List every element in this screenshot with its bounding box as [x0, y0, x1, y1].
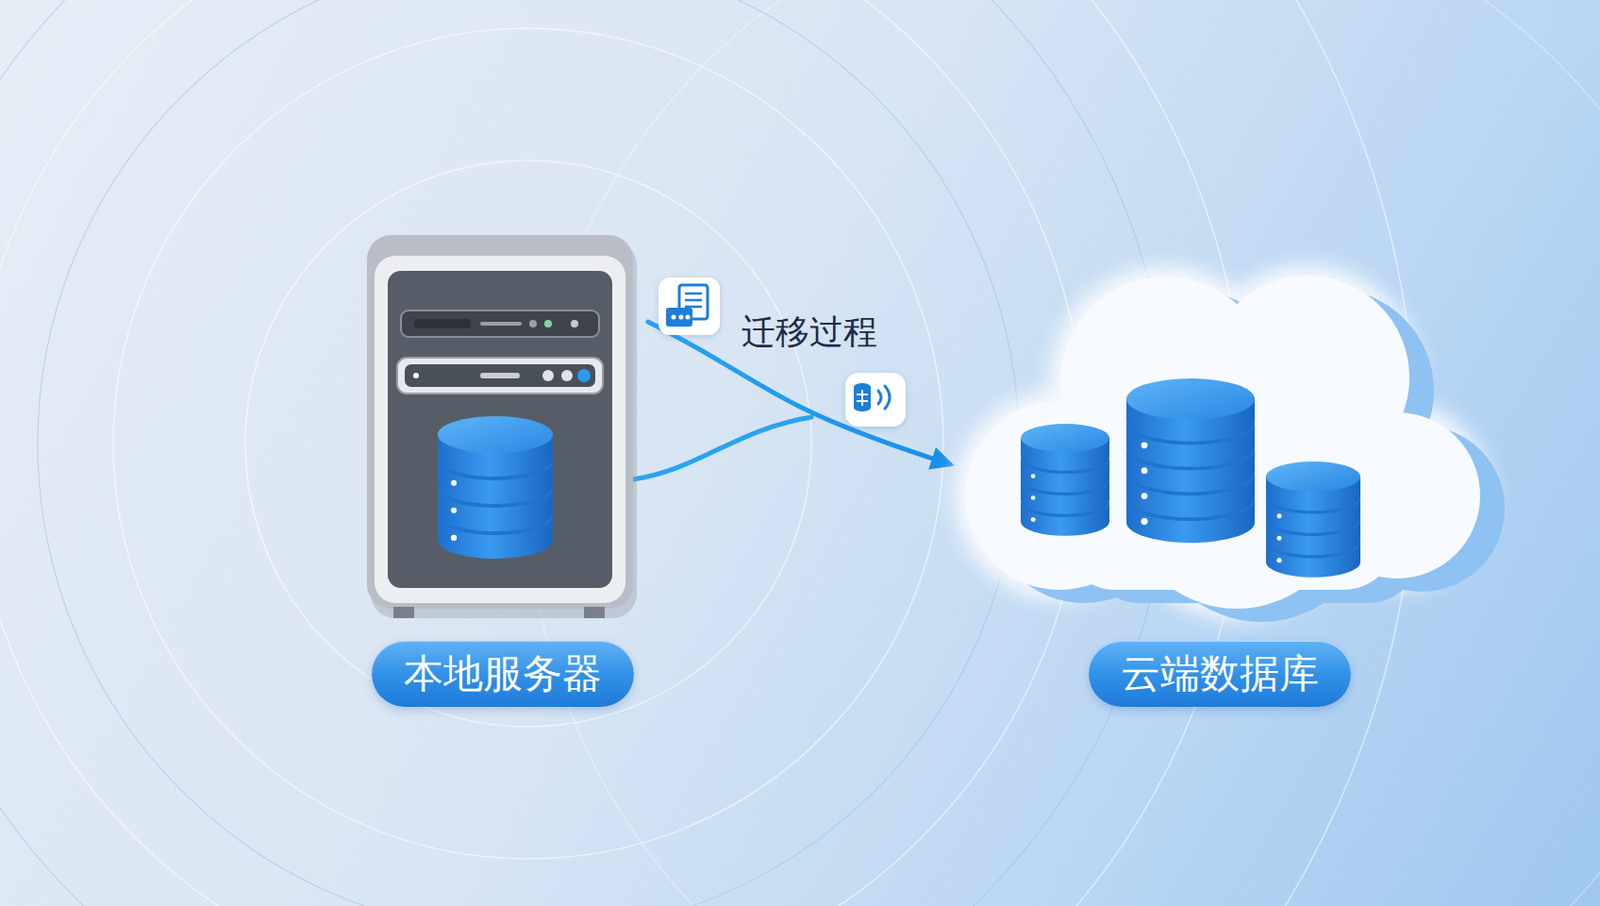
status-dot: [1277, 557, 1283, 563]
ripple-ring: [0, 0, 1416, 906]
database-layer-top: [1126, 378, 1255, 420]
ripple-ring: [0, 0, 1246, 906]
edge-label: 迁移过程: [741, 313, 878, 351]
status-dot: [1141, 517, 1149, 525]
icon-tile: [845, 372, 906, 427]
status-dot: [1031, 516, 1036, 522]
database-layer-top: [1266, 461, 1361, 492]
indicator-light: [529, 319, 537, 328]
ripple-ring: [37, 0, 1019, 906]
server-panel: [387, 270, 613, 588]
control-bay: [397, 357, 603, 394]
status-dot: [1141, 466, 1149, 474]
document-lines: [684, 293, 702, 307]
merging-flow-line: [633, 416, 812, 480]
server-frame: [374, 255, 626, 603]
server-case: [366, 234, 634, 609]
cloud-body: [965, 275, 1481, 609]
status-dot: [450, 534, 457, 541]
indicator-light: [544, 319, 552, 328]
status-dot: [450, 534, 457, 541]
database-stack: [437, 416, 553, 559]
status-dot: [1277, 535, 1283, 541]
ripple-ring: [0, 0, 1085, 906]
status-dot: [450, 507, 457, 514]
server-shadow: [370, 240, 637, 618]
indicator-light: [542, 369, 554, 382]
indicator-light: [570, 319, 579, 328]
ripple-ring: [113, 28, 944, 859]
document-badge: [666, 307, 693, 327]
server-foot: [393, 606, 415, 618]
database-stack: [1126, 378, 1255, 543]
control-bar: [480, 372, 520, 379]
cloud-glow: [953, 264, 1492, 620]
status-dot: [1031, 473, 1036, 479]
server-foot: [583, 606, 605, 618]
power-light: [577, 368, 591, 383]
status-dot: [1141, 517, 1149, 525]
indicator-light: [413, 372, 419, 379]
status-dot: [1277, 513, 1283, 518]
status-dot: [1141, 492, 1149, 500]
status-dot: [1277, 557, 1283, 563]
label-pill: 云端数据库: [1088, 640, 1351, 707]
database-signal-icon: [845, 372, 906, 427]
drive-slot: [414, 318, 471, 329]
drive-bay: [400, 310, 600, 337]
cloud-database: 云端数据库: [953, 212, 1485, 713]
database-layer-top: [437, 416, 553, 453]
ripple-ring: [245, 160, 812, 727]
database-stack: [1020, 423, 1110, 536]
status-dot: [1031, 516, 1036, 522]
control-inner: [404, 364, 596, 387]
node-label: 本地服务器: [403, 653, 602, 694]
server-illustration: [357, 231, 649, 628]
indicator-light: [561, 369, 573, 382]
status-dot: [1141, 441, 1149, 449]
node-label: 云端数据库: [1120, 653, 1319, 694]
document-icon: [658, 277, 720, 335]
ripple-ring: [0, 0, 1170, 906]
status-dot: [1031, 495, 1036, 500]
icon-tile: [658, 277, 720, 335]
database-layer-top: [1020, 423, 1110, 452]
signal-waves: [878, 385, 890, 409]
ripple-ring: [528, 0, 1600, 906]
database-stack: [1266, 461, 1361, 578]
ripple-rings-blue: [0, 0, 1170, 906]
cloud-illustration: [953, 212, 1485, 637]
status-dot: [450, 480, 457, 486]
label-pill: 本地服务器: [371, 640, 634, 707]
local-server: 本地服务器: [357, 231, 649, 713]
drive-slot: [480, 321, 522, 326]
